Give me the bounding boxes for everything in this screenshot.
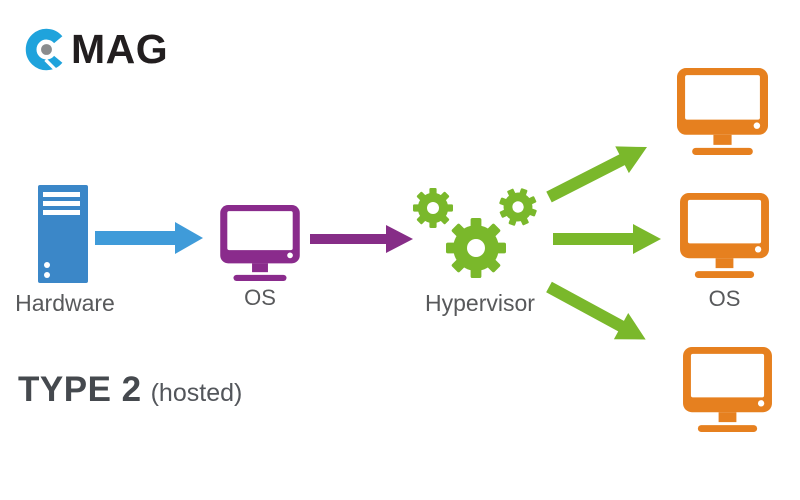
arrow-hardware-to-os <box>95 222 203 254</box>
caption: TYPE 2 (hosted) <box>18 370 242 410</box>
arrow-hypervisor-to-vm3 <box>546 281 646 340</box>
pcmag-monogram-icon <box>25 28 63 72</box>
caption-title: TYPE 2 <box>18 370 142 409</box>
arrow-hypervisor-to-vm1 <box>546 146 648 203</box>
hypervisor-gears-icon <box>413 182 543 278</box>
vm2-monitor-icon <box>680 193 769 278</box>
pcmag-logo: MAG <box>24 26 168 72</box>
arrow-os-to-hypervisor <box>310 225 413 253</box>
caption-subtitle: (hosted) <box>150 379 243 407</box>
arrow-hypervisor-to-vm2 <box>553 224 661 254</box>
host-os-label: OS <box>244 285 276 310</box>
vm1-monitor-icon <box>677 68 768 155</box>
hypervisor-label: Hypervisor <box>425 290 535 316</box>
vm3-monitor-icon <box>683 347 772 432</box>
server-tower-icon <box>38 185 88 283</box>
hardware-label: Hardware <box>15 290 115 316</box>
pcmag-logo-text: MAG <box>71 25 169 72</box>
vm2-os-label: OS <box>708 286 741 311</box>
host-os-monitor-icon <box>220 205 300 281</box>
